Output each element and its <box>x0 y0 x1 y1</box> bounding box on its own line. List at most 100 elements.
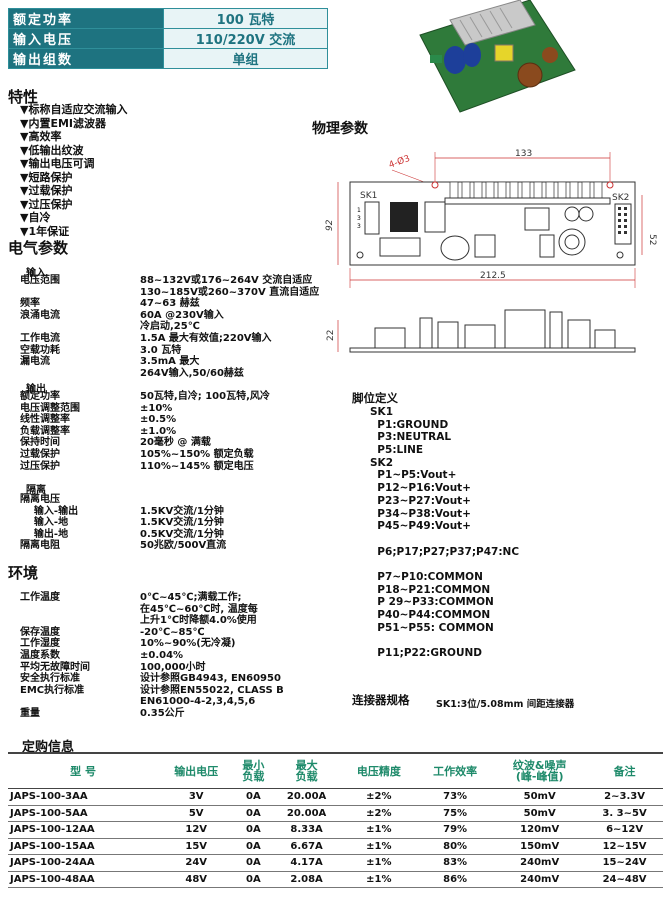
table-cell: 8.33A <box>272 821 341 839</box>
table-cell: 50mV <box>493 805 587 822</box>
pinout-title: 脚位定义 <box>352 391 398 405</box>
spec-value: 50兆欧/500V直流 <box>140 540 227 552</box>
spec-key: 工作电流 <box>20 332 60 344</box>
feature-item: ▼高效率 <box>20 130 62 143</box>
order-header: 型 号 <box>8 754 159 789</box>
feature-item: ▼内置EMI滤波器 <box>20 116 107 130</box>
table-cell: 48V <box>158 871 235 888</box>
spec-key: 隔离电阻 <box>20 540 60 552</box>
feature-item: ▼1年保证 <box>20 224 70 238</box>
spec-key: 额定功率 <box>20 391 60 402</box>
pin-line: P12~P16:Vout+ <box>370 482 471 495</box>
spec-key: 电压调整范围 <box>20 402 80 414</box>
pin-line: P 29~P33:COMMON <box>370 596 494 609</box>
spec-key: 输入-地 <box>20 517 69 529</box>
spec-value: 88~132V或176~264V 交流自适应 <box>140 275 313 286</box>
spec-value: 3.0 瓦特 <box>140 344 182 356</box>
feature-item: ▼过压保护 <box>20 197 73 211</box>
spec-value: 0.35公斤 <box>140 707 185 719</box>
environment-title: 环境 <box>8 564 39 582</box>
table-cell: 24V <box>158 854 235 872</box>
pin-line <box>370 533 519 546</box>
table-cell: 0A <box>234 788 273 806</box>
spec-key: 温度系数 <box>20 649 60 661</box>
connector-title: 连接器规格 <box>352 693 410 707</box>
feature-item: ▼过载保护 <box>20 184 73 197</box>
sk1-label: SK1 <box>360 191 377 201</box>
spec-key: 平均无故障时间 <box>20 661 90 673</box>
feature-item: ▼低输出纹波 <box>20 143 84 157</box>
spec-value: 105%~150% 额定负载 <box>140 448 254 460</box>
pin-line: P51~P55: COMMON <box>370 621 494 634</box>
output-label: 输出 <box>26 384 46 395</box>
pin-line: P18~P21:COMMON <box>370 583 491 596</box>
spec-key: 输出-地 <box>20 528 69 540</box>
table-cell: 6~12V <box>586 821 663 839</box>
table-cell: 0A <box>234 871 273 888</box>
pin-line: P1~P5:Vout+ <box>370 469 457 482</box>
header-value: 110/220V 交流 <box>163 28 328 49</box>
header-key: 额定功率 <box>8 8 164 29</box>
connector-value: SK1:3位/5.08mm 间距连接器 <box>436 699 575 710</box>
sk2-label: SK2 <box>612 193 629 203</box>
pin-line <box>370 634 519 647</box>
physical-title: 物理参数 <box>312 121 368 137</box>
table-cell: 12~15V <box>586 838 663 855</box>
spec-value: ±0.5% <box>140 414 177 426</box>
table-cell: 6.67A <box>272 838 341 855</box>
spec-value: 在45℃~60℃时, 温度每 <box>140 603 258 615</box>
table-cell: JAPS-100-5AA <box>8 805 159 822</box>
order-title: 定购信息 <box>22 740 75 755</box>
spec-key: 隔离电压 <box>20 494 60 505</box>
spec-key: 工作湿度 <box>20 638 60 650</box>
spec-key: 保持时间 <box>20 437 60 449</box>
table-cell: 240mV <box>493 871 587 888</box>
header-value: 100 瓦特 <box>163 8 328 29</box>
feature-item: ▼短路保护 <box>20 170 73 184</box>
header-key: 输出组数 <box>8 48 164 69</box>
table-cell: 240mV <box>493 854 587 872</box>
pin-line: P23~P27:Vout+ <box>370 494 471 507</box>
pin-line: SK1 <box>370 406 394 418</box>
dim-width: 212.5 <box>480 271 506 281</box>
pin-line: P11;P22:GROUND <box>370 647 482 660</box>
table-cell: 4.17A <box>272 854 341 872</box>
spec-value: EN61000-4-2,3,4,5,6 <box>140 696 256 708</box>
table-cell: 75% <box>416 805 494 822</box>
table-cell: 0A <box>234 821 273 839</box>
spec-value: 50瓦特,自冷; 100瓦特,风冷 <box>140 391 270 402</box>
dim-inner: 52 <box>647 234 657 245</box>
spec-value: ±1.0% <box>140 425 177 437</box>
spec-key: 过压保护 <box>20 460 60 472</box>
spec-value: 10%~90%(无冷凝) <box>140 638 236 650</box>
table-cell: ±1% <box>340 854 417 872</box>
spec-key: 负载调整率 <box>20 425 70 437</box>
input-label: 输入 <box>26 268 46 279</box>
pin-line: P6;P17;P27;P37;P47:NC <box>370 545 520 558</box>
dim-depth: 22 <box>326 330 336 341</box>
table-cell: 20.00A <box>272 805 341 822</box>
features-title: 特性 <box>8 88 39 106</box>
dim-height: 92 <box>325 219 335 231</box>
table-cell: 24~48V <box>586 871 663 888</box>
table-cell: 150mV <box>493 838 587 855</box>
spec-value: 264V输入,50/60赫兹 <box>140 367 244 379</box>
spec-value: 20毫秒 @ 满载 <box>140 437 211 449</box>
table-cell: 5V <box>158 805 235 822</box>
spec-value: 110%~145% 额定电压 <box>140 460 254 472</box>
header-row: 输出组数单组 <box>8 48 328 69</box>
table-cell: 86% <box>416 871 494 888</box>
table-cell: 3V <box>158 788 235 806</box>
table-cell: 0A <box>234 854 273 872</box>
order-header: 最大 负载 <box>272 754 341 789</box>
table-cell: 2.08A <box>272 871 341 888</box>
pin-line: P34~P38:Vout+ <box>370 507 471 520</box>
table-cell: 15~24V <box>586 854 663 872</box>
spec-value: 1.5KV交流/1分钟 <box>140 517 224 529</box>
table-cell: 2~3.3V <box>586 788 663 806</box>
